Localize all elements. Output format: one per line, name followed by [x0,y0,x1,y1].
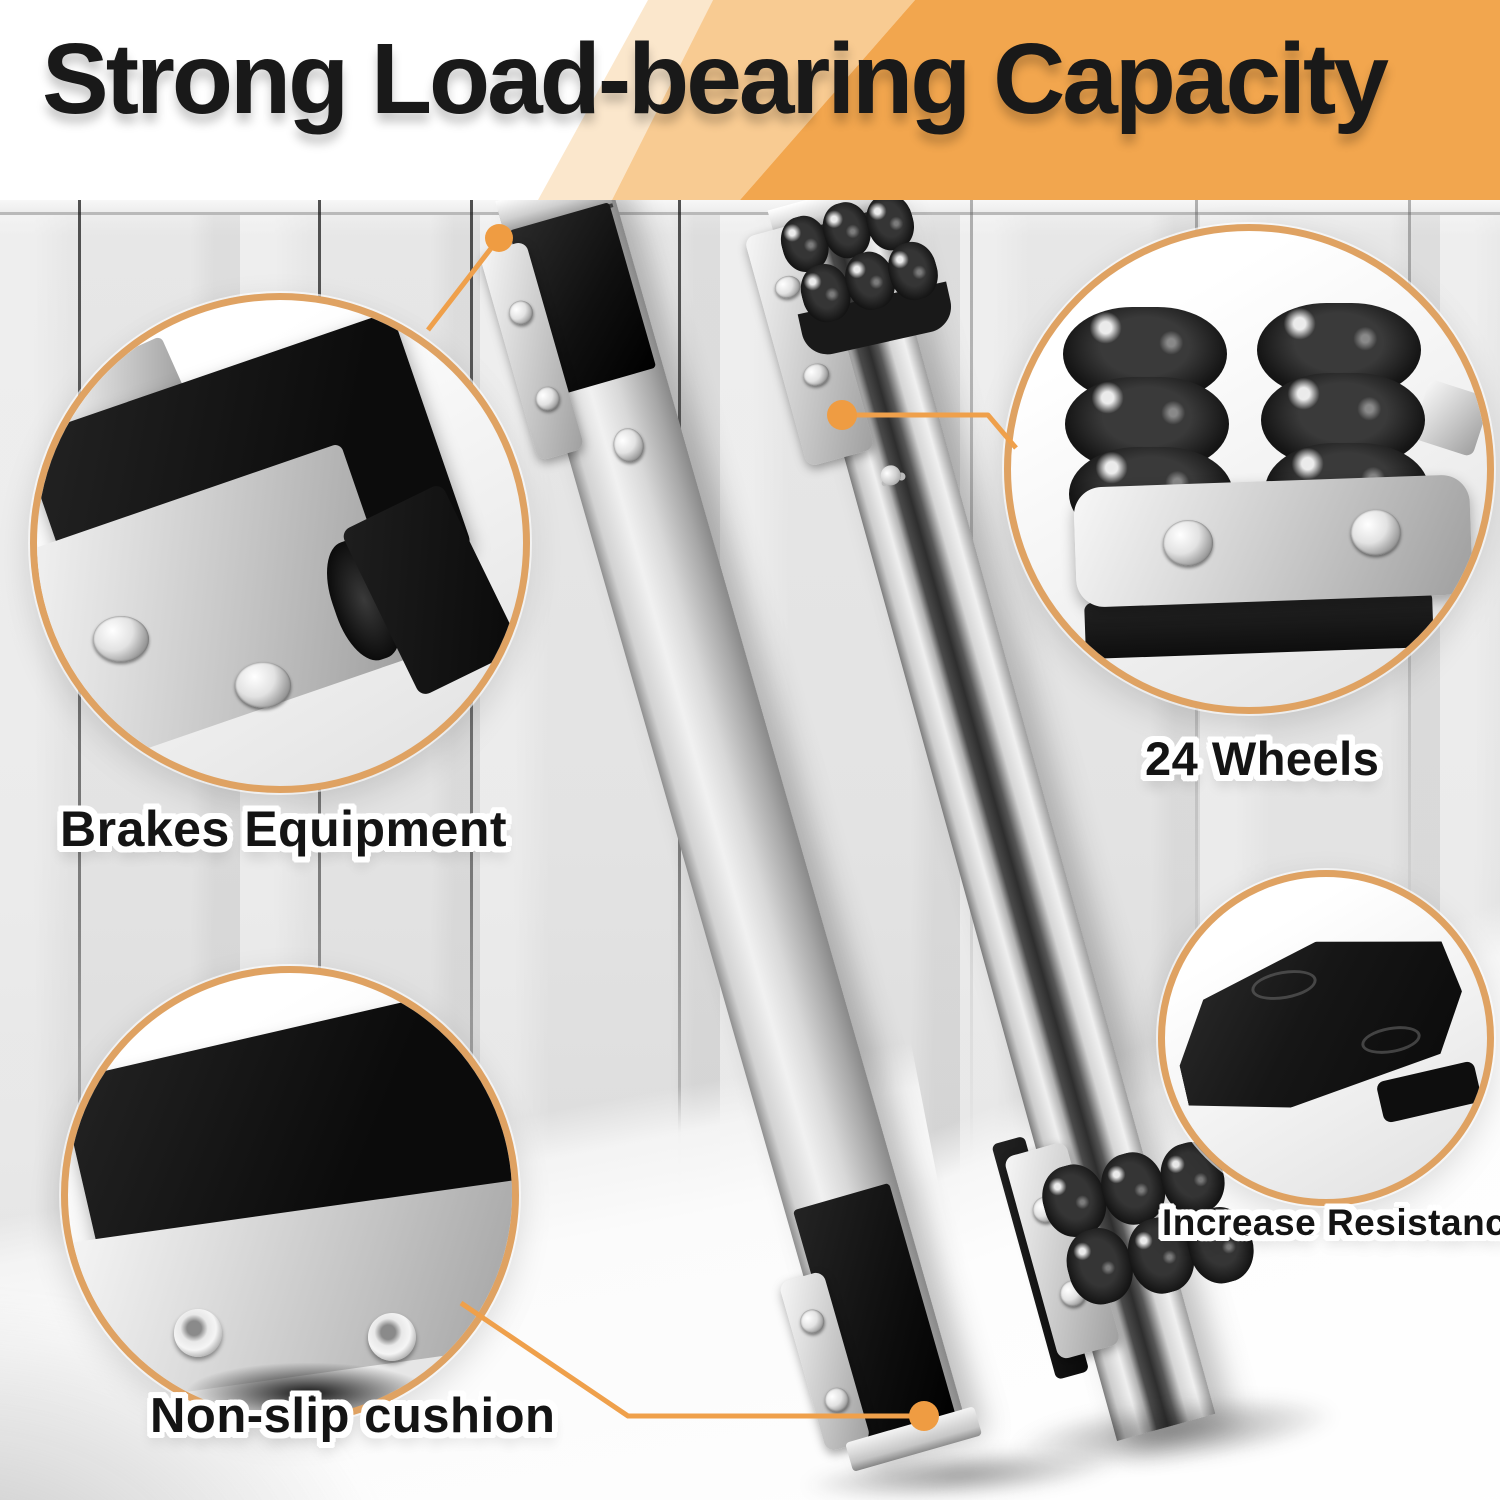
screw [772,272,804,302]
plank-seam [470,196,473,1296]
top-banner: Strong Load-bearing Capacity [0,0,1500,200]
page-title: Strong Load-bearing Capacity [42,23,1389,135]
rivet [235,662,291,708]
screw [800,360,832,389]
label-24-wheels: 24 Wheels [1145,732,1380,785]
screw [174,1309,222,1357]
callout-circle-cushion [61,966,519,1424]
label-brakes-equipment: Brakes Equipment [60,801,508,857]
screw [821,1384,852,1415]
screw [1349,508,1402,557]
under-shadow [188,1363,428,1417]
screw [797,1306,828,1337]
callout-circle-brakes [30,293,530,793]
label-non-slip-cushion: Non-slip cushion [150,1389,556,1443]
screw [1162,519,1214,567]
rivet [93,616,149,662]
callout-circle-wheels [1004,224,1494,714]
label-increase-resistance: Increase Resistance [1162,1202,1500,1243]
screw [368,1313,416,1361]
screw [532,383,563,414]
wheel-bracket-plate [1073,474,1473,608]
wall-top-edge [0,196,1500,215]
screw [506,297,536,328]
callout-circle-wedge [1158,870,1494,1206]
